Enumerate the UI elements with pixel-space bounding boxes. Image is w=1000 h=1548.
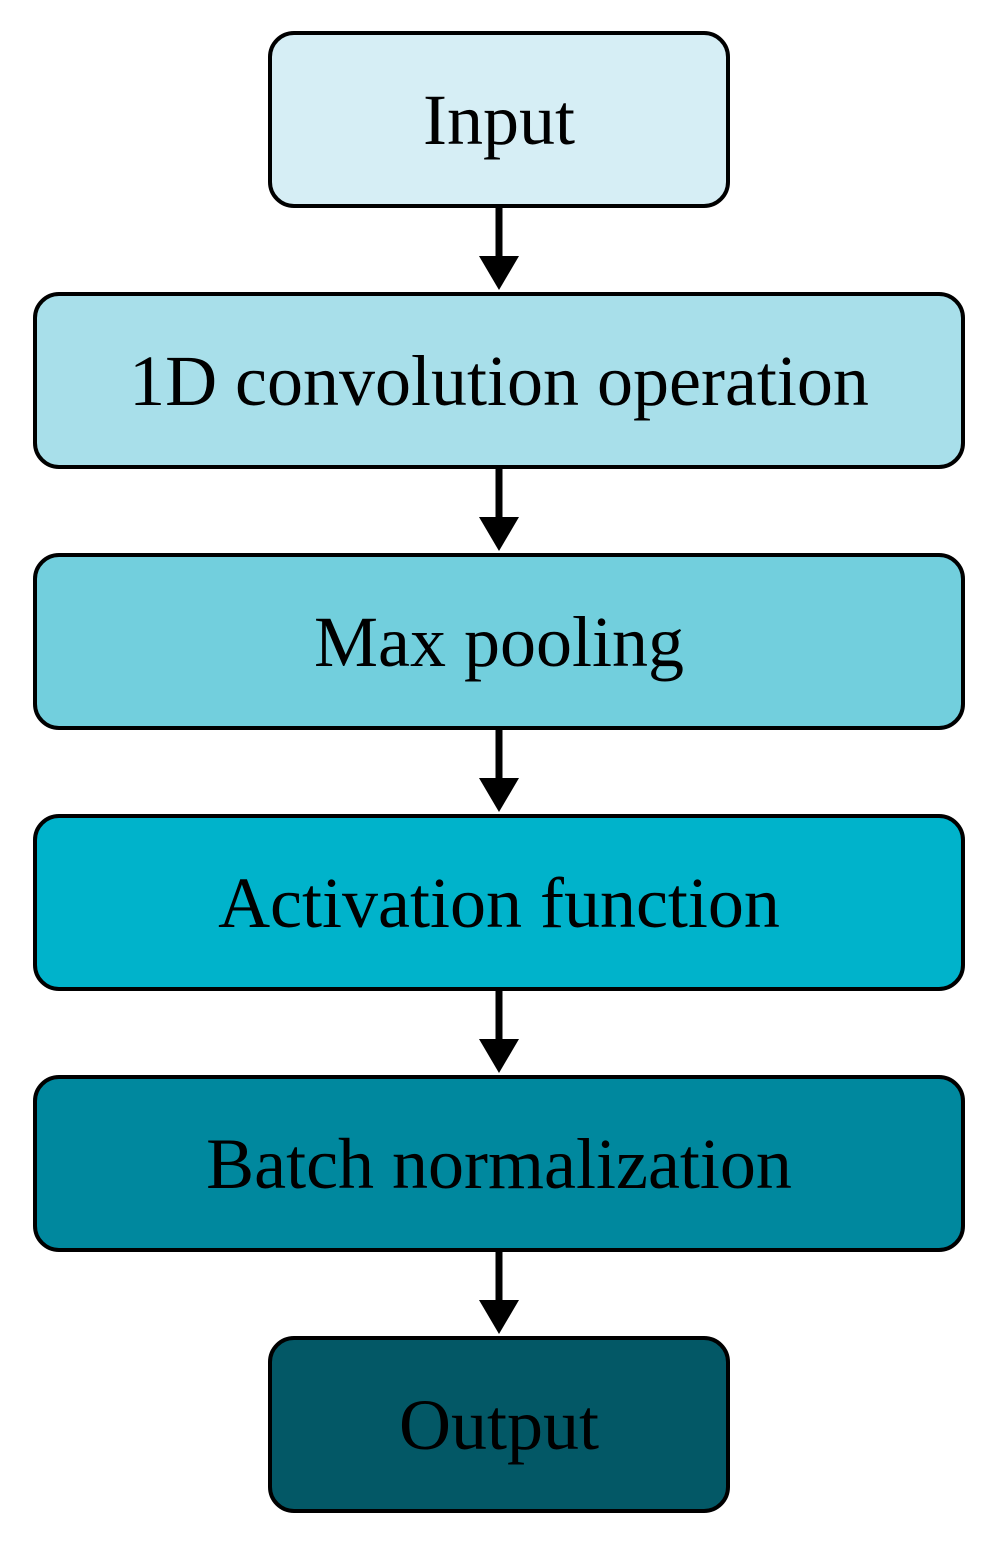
node-input: Input bbox=[268, 31, 730, 208]
arrow-activation-to-normalization bbox=[479, 991, 519, 1073]
arrow-pooling-to-activation bbox=[479, 730, 519, 812]
node-output: Output bbox=[268, 1336, 730, 1513]
node-batch-normalization-label: Batch normalization bbox=[206, 1123, 792, 1204]
node-max-pooling: Max pooling bbox=[33, 553, 965, 730]
node-activation-function-label: Activation function bbox=[218, 862, 780, 943]
node-activation-function: Activation function bbox=[33, 814, 965, 991]
arrow-input-to-convolution bbox=[479, 208, 519, 290]
node-input-label: Input bbox=[423, 79, 575, 160]
node-batch-normalization: Batch normalization bbox=[33, 1075, 965, 1252]
arrow-normalization-to-output bbox=[479, 1252, 519, 1334]
arrow-convolution-to-pooling bbox=[479, 469, 519, 551]
node-output-label: Output bbox=[398, 1384, 599, 1465]
node-max-pooling-label: Max pooling bbox=[314, 601, 684, 682]
node-1d-convolution: 1D convolution operation bbox=[33, 292, 965, 469]
node-1d-convolution-label: 1D convolution operation bbox=[129, 340, 869, 421]
